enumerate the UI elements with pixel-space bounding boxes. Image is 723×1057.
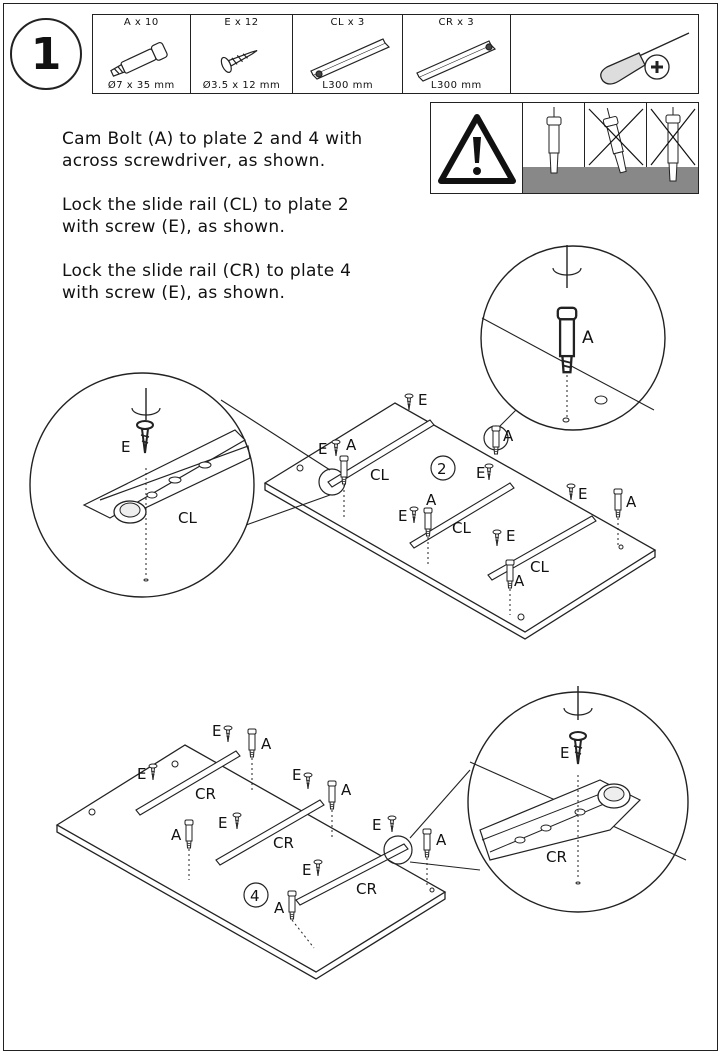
instruction-line: with screw (E), as shown. (62, 283, 286, 303)
part-dim: L300 mm (430, 80, 482, 91)
part-tool (511, 15, 698, 93)
label-e: E (212, 722, 221, 740)
label-cl: CL (178, 509, 197, 527)
plate-4-marker (243, 882, 269, 908)
instruction-line: Cam Bolt (A) to plate 2 and 4 with (62, 129, 363, 149)
label-e: E (398, 507, 407, 525)
part-rail-cr: CR x 3 L300 mm (403, 15, 511, 93)
label-e: E (218, 814, 227, 832)
parts-list: A x 10 Ø7 x 35 mm E x 12 Ø3.5 x 12 mm CL… (92, 14, 699, 94)
plate-4-number: 4 (250, 887, 260, 905)
label-e: E (292, 766, 301, 784)
label-a: A (341, 781, 352, 799)
part-qty: CR x 3 (438, 17, 475, 28)
part-qty: CL x 3 (330, 17, 365, 28)
instruction-line: Lock the slide rail (CL) to plate 2 (62, 195, 349, 215)
instruction-3: Lock the slide rail (CR) to plate 4 with… (62, 260, 351, 304)
part-dim: L300 mm (322, 80, 374, 91)
instruction-line: across screwdriver, as shown. (62, 151, 326, 171)
label-a: A (426, 491, 437, 509)
label-a: A (346, 436, 357, 454)
label-e: E (560, 744, 569, 762)
bolt-correct-icon (523, 107, 585, 193)
label-a: A (626, 493, 637, 511)
wrong-depth-cell (647, 103, 698, 193)
label-a: A (514, 572, 525, 590)
label-cr: CR (195, 785, 216, 803)
label-e: E (476, 464, 485, 482)
phillips-screwdriver-icon (599, 32, 689, 85)
rails-cl (327, 419, 597, 581)
label-a: A (274, 899, 285, 917)
label-e: E (372, 816, 381, 834)
label-e: E (302, 861, 311, 879)
part-dim: Ø3.5 x 12 mm (202, 80, 281, 91)
screw-icon (220, 49, 258, 73)
wrong-angle-cell (585, 103, 647, 193)
upper-labels: E E A CL A E E A E A CL E A CL (318, 391, 637, 590)
rails-cr (135, 750, 409, 906)
part-screw: E x 12 Ø3.5 x 12 mm (191, 15, 294, 93)
zoom-detail-cr: E CR (409, 686, 689, 913)
label-a: A (436, 831, 447, 849)
instruction-1: Cam Bolt (A) to plate 2 and 4 with acros… (62, 128, 362, 172)
label-cr: CR (546, 848, 567, 866)
label-e: E (418, 391, 427, 409)
lower-labels: E A E CR E A E A CR E A E CR A (137, 722, 447, 917)
warning-cell (431, 103, 523, 193)
label-e: E (506, 527, 515, 545)
instruction-2: Lock the slide rail (CL) to plate 2 with… (62, 194, 349, 238)
label-cr: CR (273, 834, 294, 852)
label-e: E (121, 438, 130, 456)
label-e: E (137, 765, 146, 783)
label-cr: CR (356, 880, 377, 898)
slide-rail-right-icon (416, 40, 497, 82)
label-a: A (261, 735, 272, 753)
label-a: A (171, 826, 182, 844)
part-dim: Ø7 x 35 mm (107, 80, 175, 91)
instruction-line: Lock the slide rail (CR) to plate 4 (62, 261, 352, 281)
part-qty: E x 12 (224, 17, 259, 28)
label-cl: CL (370, 466, 389, 484)
plate-4 (55, 744, 447, 980)
warning-triangle-icon (438, 114, 516, 184)
instruction-line: with screw (E), as shown. (62, 217, 286, 237)
label-a: A (582, 328, 594, 348)
label-e: E (578, 485, 587, 503)
step-number: 1 (10, 18, 82, 90)
label-e: E (318, 440, 327, 458)
bolt-wrong-depth-icon (647, 107, 698, 193)
label-cl: CL (452, 519, 471, 537)
slide-rail-left-icon (310, 38, 391, 80)
zoom-detail-cl: E CL (29, 372, 331, 598)
warning-panel (430, 102, 699, 194)
zoom-detail-bolt: A (480, 245, 666, 431)
plate-2-number: 2 (437, 460, 447, 478)
plate-2-marker (430, 455, 456, 481)
page-frame (3, 3, 718, 1051)
part-rail-cl: CL x 3 L300 mm (293, 15, 403, 93)
part-cam-bolt: A x 10 Ø7 x 35 mm (93, 15, 191, 93)
cam-bolt-icon (110, 41, 168, 77)
label-a: A (503, 427, 514, 445)
bolt-wrong-angle-icon (585, 107, 647, 193)
part-qty: A x 10 (123, 17, 159, 28)
correct-depth-cell (523, 103, 585, 193)
label-cl: CL (530, 558, 549, 576)
